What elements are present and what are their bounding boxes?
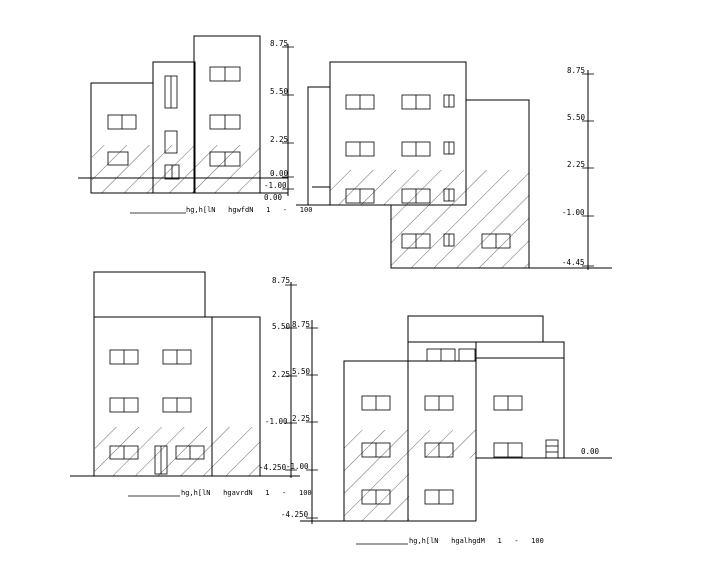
- elevation-north: 8.75 5.50 2.25 -1.00 -4.250 0.00 hg,h[lN…: [281, 315, 612, 545]
- level-label: 0.00: [270, 169, 289, 178]
- windows: [107, 66, 241, 180]
- level-ticks: [306, 327, 318, 519]
- level-label: 5.50: [270, 87, 289, 96]
- level-label: 8.75: [567, 66, 585, 75]
- level-label: 2.25: [272, 370, 290, 379]
- windows: [361, 348, 523, 505]
- elevation-caption: hg,h[lN hgwfdN 1 - 100: [186, 206, 312, 214]
- hatch-zone: [330, 170, 529, 268]
- level-label: 8.75: [292, 320, 310, 329]
- level-label: -1.00: [264, 181, 287, 190]
- level-label: -1.00: [286, 462, 309, 471]
- elevation-east: 8.75 5.50 2.25 -1.00 -4.250 hg,h[lN hgav…: [70, 271, 312, 497]
- level-label: -4.250: [281, 510, 309, 519]
- level-label: 0.00: [264, 193, 283, 202]
- level-label: 8.75: [270, 39, 288, 48]
- elevation-caption: hg,h[lN hgavrdN 1 - 100: [181, 489, 312, 497]
- level-ticks: [285, 284, 297, 471]
- level-label: -1.00: [265, 417, 288, 426]
- elevation-caption: hg,h[lN hgalhgdM 1 - 100: [409, 537, 544, 545]
- level-ticks: [582, 73, 594, 267]
- level-label: 5.50: [272, 322, 291, 331]
- elevation-west: 8.75 5.50 2.25 0.00 -1.00 0.00 hg,h[lN h…: [78, 35, 312, 214]
- level-label: 2.25: [292, 414, 310, 423]
- level-label: 2.25: [567, 160, 585, 169]
- windows: [109, 349, 205, 475]
- level-label: 0.00: [581, 447, 600, 456]
- hatch-zone: [95, 427, 260, 476]
- elevation-section: 8.75 5.50 2.25 -1.00 -4.45: [296, 61, 612, 270]
- level-label: 5.50: [567, 113, 586, 122]
- level-label: 2.25: [270, 135, 288, 144]
- hatch-zone: [344, 430, 476, 521]
- level-label: 5.50: [292, 367, 311, 376]
- level-label: -1.00: [562, 208, 585, 217]
- level-label: -4.250: [259, 463, 287, 472]
- level-ticks: [282, 46, 294, 190]
- level-label: -4.45: [562, 258, 585, 267]
- windows: [345, 94, 511, 249]
- level-label: 8.75: [272, 276, 290, 285]
- stair: [545, 439, 559, 459]
